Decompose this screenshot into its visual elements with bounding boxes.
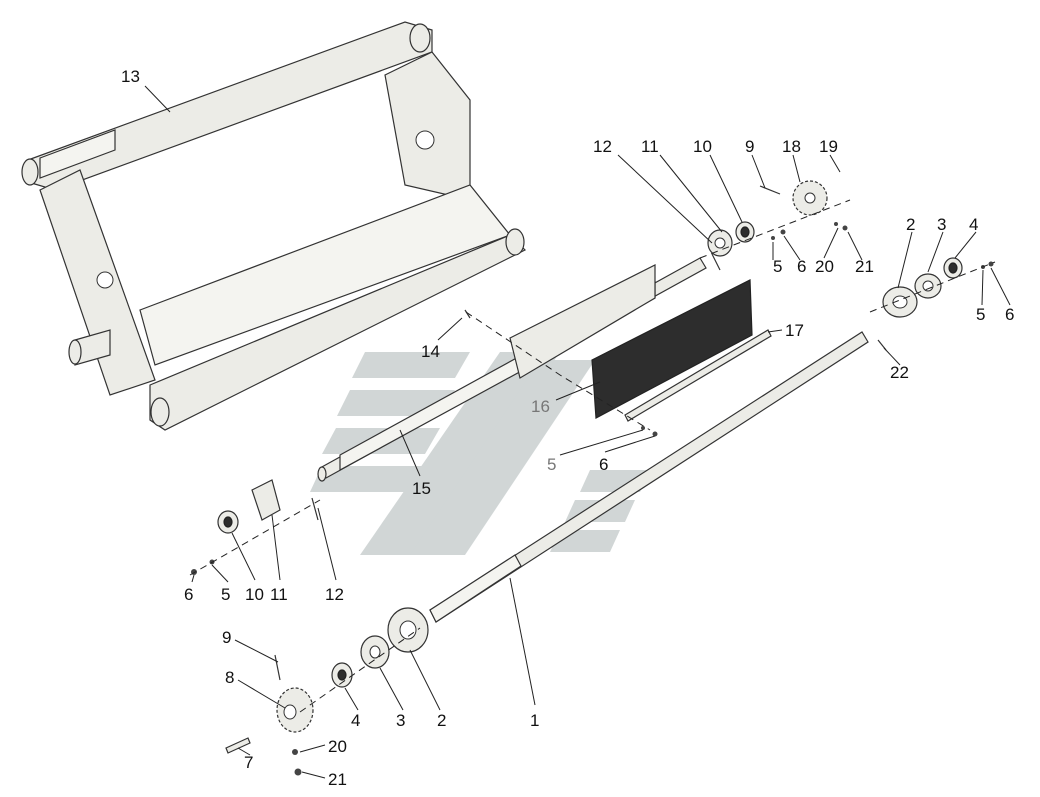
bearing-part-10-upper xyxy=(735,221,755,243)
housing-part-11-lower xyxy=(251,479,281,521)
shaft-part-15 xyxy=(317,257,707,482)
label-21-upper: 21 xyxy=(855,257,874,276)
label-4-lower: 4 xyxy=(351,711,360,730)
label-2-right: 2 xyxy=(906,215,915,234)
label-13: 13 xyxy=(121,67,140,86)
label-10-lower: 10 xyxy=(245,585,264,604)
label-14: 14 xyxy=(421,342,440,361)
bearing-part-4-lower xyxy=(331,662,353,688)
label-6-upper: 6 xyxy=(797,257,806,276)
label-5-lower: 5 xyxy=(221,585,230,604)
housing-part-11-upper xyxy=(707,229,733,257)
label-1: 1 xyxy=(530,711,539,730)
label-9-upper: 9 xyxy=(745,137,754,156)
housing-part-3-right xyxy=(914,273,942,299)
label-19: 19 xyxy=(819,137,838,156)
label-6-right: 6 xyxy=(1005,305,1014,324)
label-12-lower: 12 xyxy=(325,585,344,604)
label-5-middle: 5 xyxy=(547,455,556,474)
leader-lines xyxy=(144,85,1011,779)
label-22: 22 xyxy=(890,363,909,382)
label-4-right: 4 xyxy=(969,215,978,234)
flange-part-2-right xyxy=(882,286,918,318)
label-5-upper: 5 xyxy=(773,257,782,276)
strip-part-17 xyxy=(624,329,772,422)
label-6-middle: 6 xyxy=(599,455,608,474)
label-10-upper: 10 xyxy=(693,137,712,156)
label-3-lower: 3 xyxy=(396,711,405,730)
plate-part-16 xyxy=(591,279,753,419)
label-5-right: 5 xyxy=(976,305,985,324)
label-20-lower: 20 xyxy=(328,737,347,756)
flange-part-2-lower xyxy=(387,607,429,653)
bearing-part-4-right xyxy=(943,257,963,279)
label-11-lower: 11 xyxy=(270,585,288,604)
label-11-upper: 11 xyxy=(641,137,659,156)
label-21-lower: 21 xyxy=(328,770,347,789)
frame-part-13 xyxy=(21,21,527,431)
label-17: 17 xyxy=(785,321,804,340)
sprocket-part-8-lower xyxy=(276,687,314,733)
label-12-upper: 12 xyxy=(593,137,612,156)
label-9-lower: 9 xyxy=(222,628,231,647)
shaft-part-1 xyxy=(429,331,869,623)
pin-part-7 xyxy=(225,737,251,754)
label-2-lower: 2 xyxy=(437,711,446,730)
part-labels: 13 12 11 10 9 18 19 2 3 4 5 6 20 21 5 6 … xyxy=(121,67,1014,789)
assembly-axes xyxy=(189,199,996,713)
label-7: 7 xyxy=(244,753,253,772)
label-18: 18 xyxy=(782,137,801,156)
label-3-right: 3 xyxy=(937,215,946,234)
label-8: 8 xyxy=(225,668,234,687)
label-16: 16 xyxy=(531,397,550,416)
sprocket-part-18-upper xyxy=(792,180,828,216)
label-15: 15 xyxy=(412,479,431,498)
label-6-lower: 6 xyxy=(184,585,193,604)
housing-part-3-lower xyxy=(360,635,390,669)
bearing-part-10-lower xyxy=(217,510,239,534)
label-20-upper: 20 xyxy=(815,257,834,276)
fasteners xyxy=(191,185,994,776)
